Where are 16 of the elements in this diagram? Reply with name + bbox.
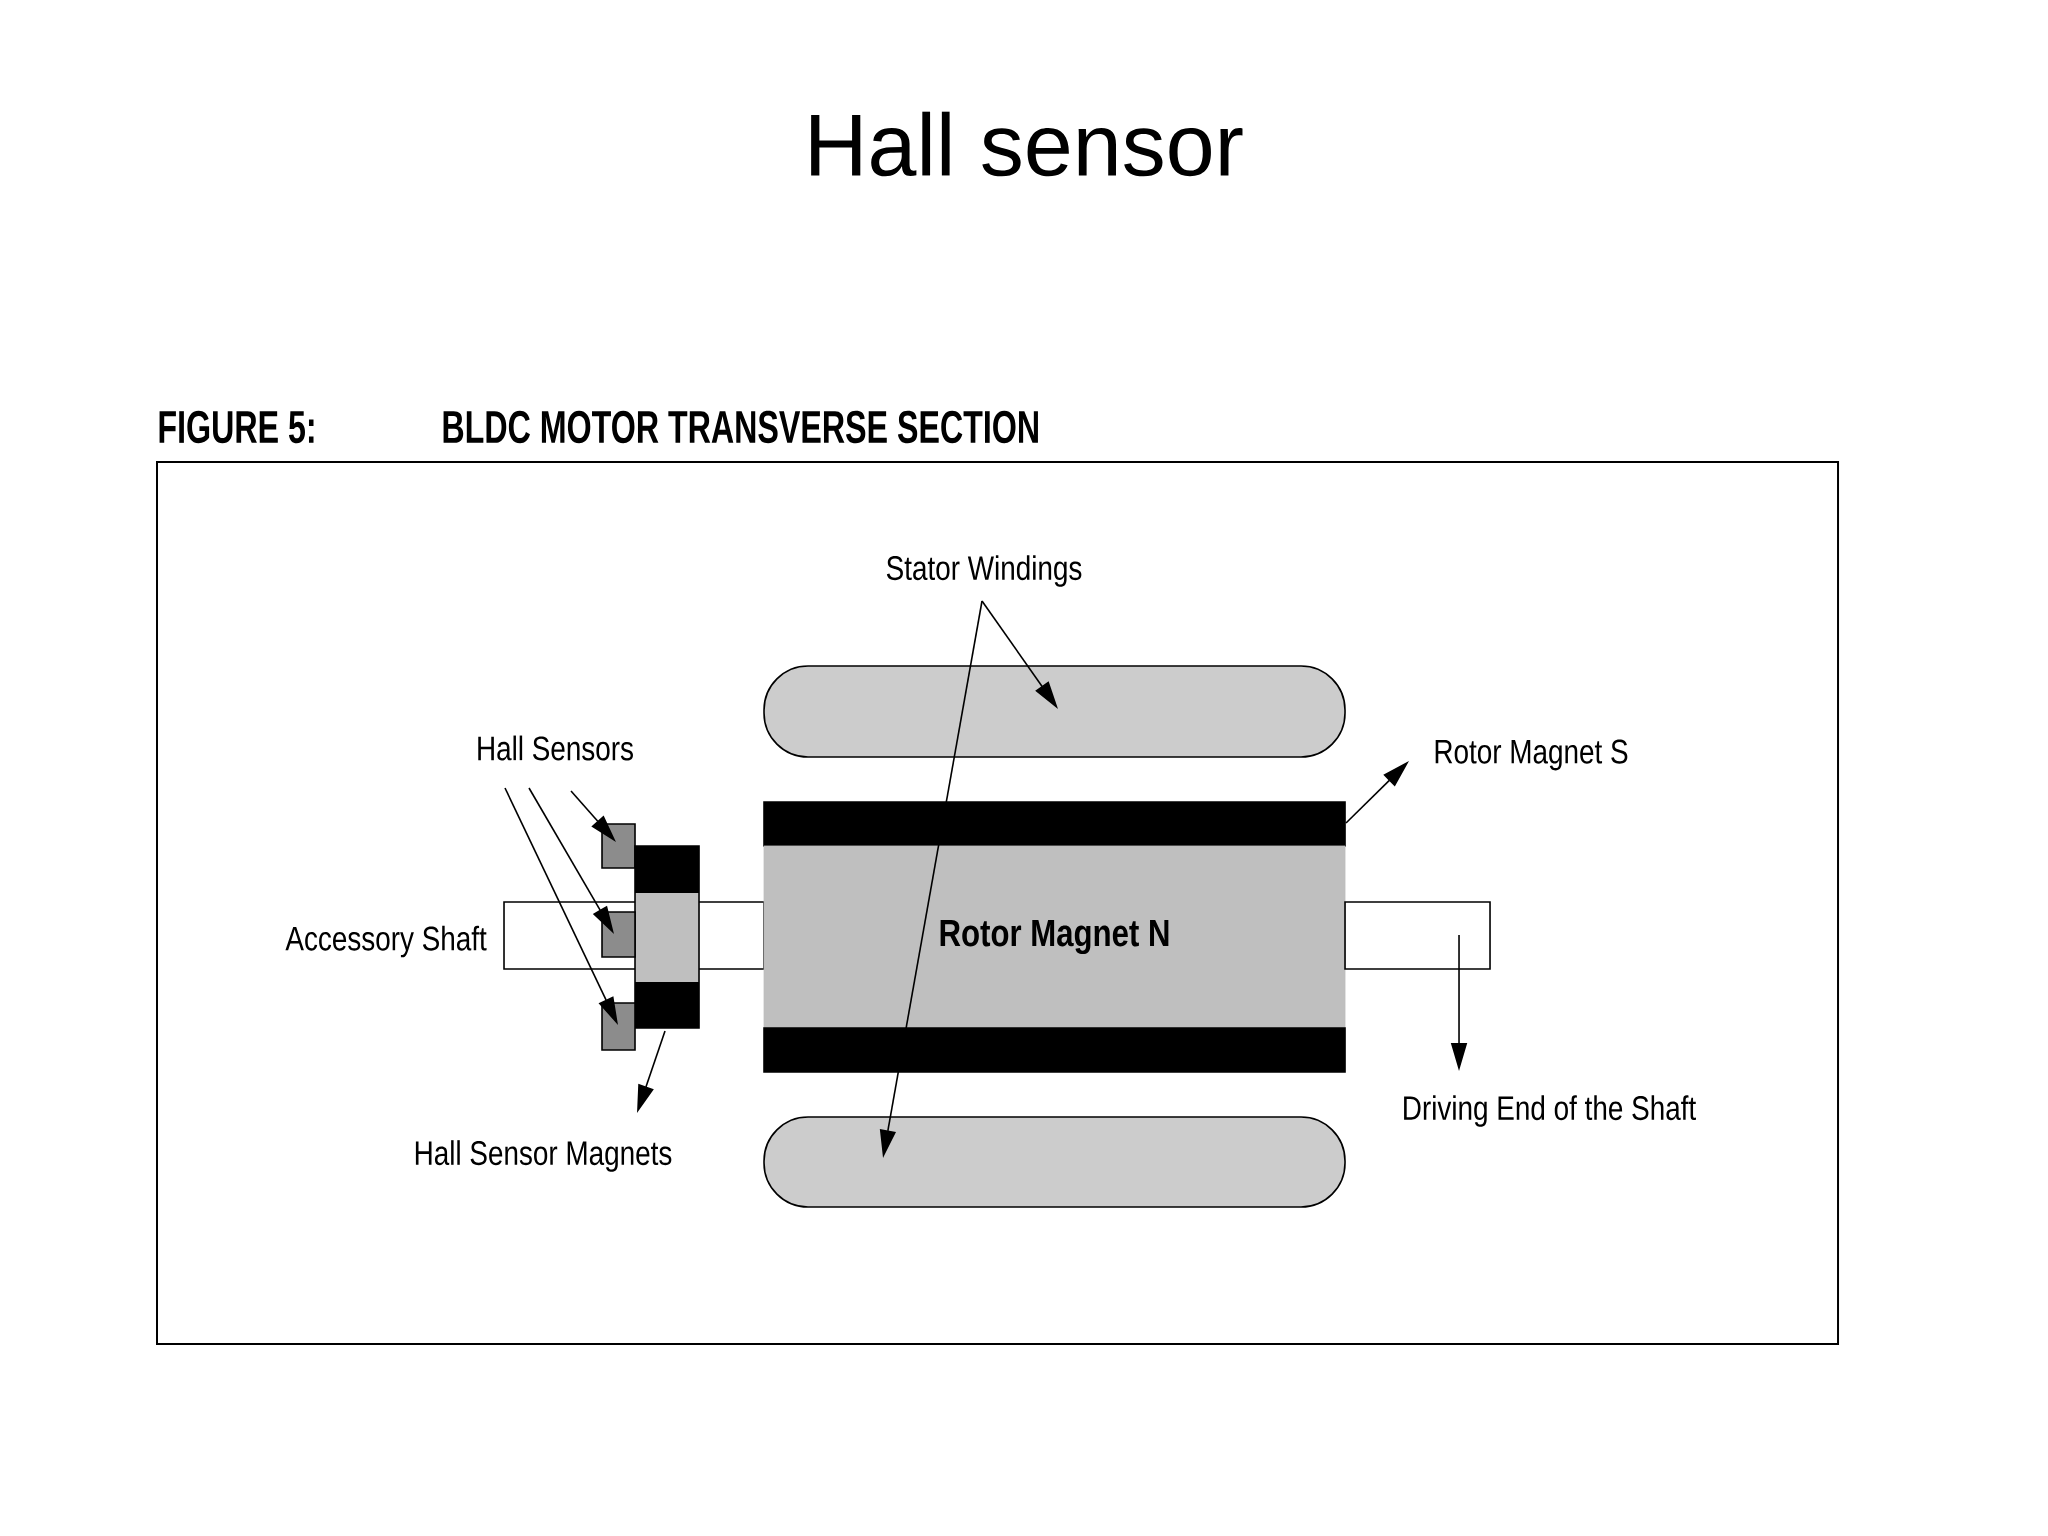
stator-winding: [763, 1116, 1346, 1208]
callout-label: Stator Windings: [886, 555, 1082, 587]
callout-label: Rotor Magnet S: [1435, 739, 1628, 771]
shaft: [1344, 901, 1491, 970]
part-label: Accessory Shaft: [285, 925, 487, 958]
callout-label: Driving End of the Shaft: [1404, 1095, 1696, 1127]
figure-heading: FIGURE 5:: [159, 410, 314, 444]
magnet-band: [763, 801, 1346, 847]
magnet-ring: [634, 845, 700, 1029]
slide-title: Hall sensor: [811, 111, 1243, 177]
figure-heading: BLDC MOTOR TRANSVERSE SECTION: [443, 410, 1038, 444]
callout-label: Hall Sensor Magnets: [415, 1140, 672, 1172]
stator-winding: [763, 665, 1346, 758]
magnet-band: [763, 1027, 1346, 1073]
callout-label: Hall Sensors: [478, 735, 633, 761]
rotor-core: Rotor Magnet N: [763, 845, 1346, 1029]
